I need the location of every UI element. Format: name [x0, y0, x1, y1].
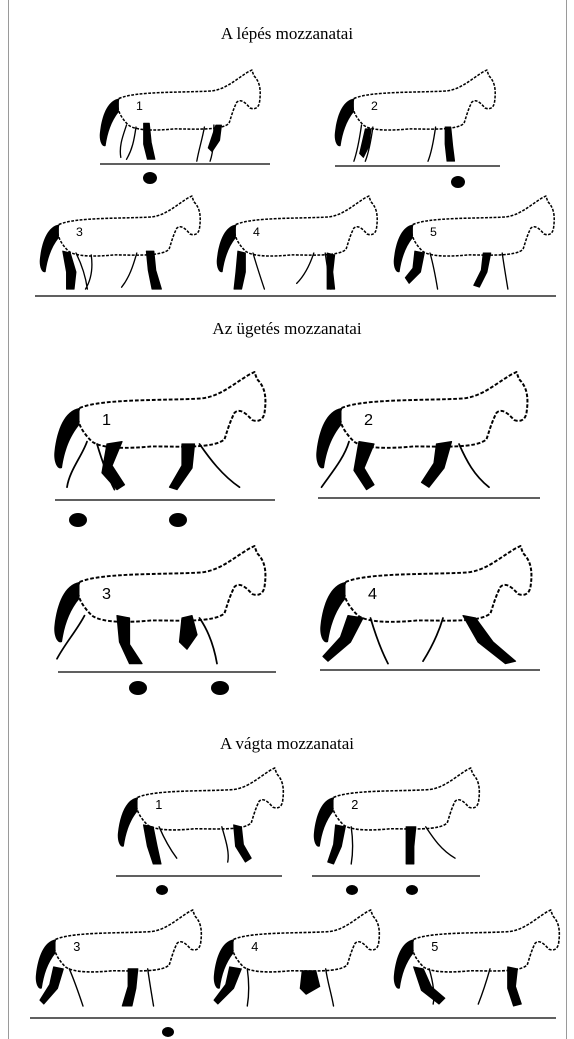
- hoof-print: [406, 885, 418, 895]
- hoof-print: [346, 885, 358, 895]
- figure-number: 2: [364, 412, 373, 429]
- hoof-print: [211, 681, 229, 695]
- hoof-print: [156, 885, 168, 895]
- walk-figure-4: 4: [217, 196, 377, 289]
- figure-number: 4: [253, 225, 260, 239]
- trot-figure-4: 4: [320, 546, 531, 664]
- hoof-print: [162, 1027, 174, 1037]
- figure-number: 1: [102, 412, 111, 429]
- walk-figure-2: 2: [335, 70, 495, 161]
- figure-number: 2: [371, 99, 378, 113]
- hoof-print: [169, 513, 187, 527]
- figure-number: 3: [73, 939, 80, 954]
- figure-number: 1: [136, 99, 143, 113]
- figure-number: 3: [76, 225, 83, 239]
- trot-figure-2: 2: [316, 372, 527, 490]
- trot-figure-1: 1: [54, 372, 265, 490]
- gallop-figure-5: 5: [394, 910, 560, 1006]
- figure-number: 5: [430, 225, 437, 239]
- walk-figure-3: 3: [40, 196, 200, 289]
- gallop-figure-4: 4: [214, 910, 380, 1006]
- hoof-print: [143, 172, 157, 184]
- gallop-figure-1: 1: [118, 768, 284, 864]
- walk-figure-5: 5: [394, 196, 554, 289]
- hoof-print: [69, 513, 87, 527]
- figure-number: 1: [155, 797, 162, 812]
- figure-number: 5: [431, 939, 438, 954]
- hoof-print: [451, 176, 465, 188]
- hoof-print: [129, 681, 147, 695]
- walk-figure-1: 1: [100, 70, 260, 161]
- figure-number: 4: [368, 586, 377, 603]
- gallop-figure-2: 2: [314, 768, 480, 864]
- figure-number: 4: [251, 939, 258, 954]
- trot-figure-3: 3: [54, 546, 265, 664]
- gallop-figure-3: 3: [36, 910, 202, 1006]
- figure-number: 3: [102, 586, 111, 603]
- figure-number: 2: [351, 797, 358, 812]
